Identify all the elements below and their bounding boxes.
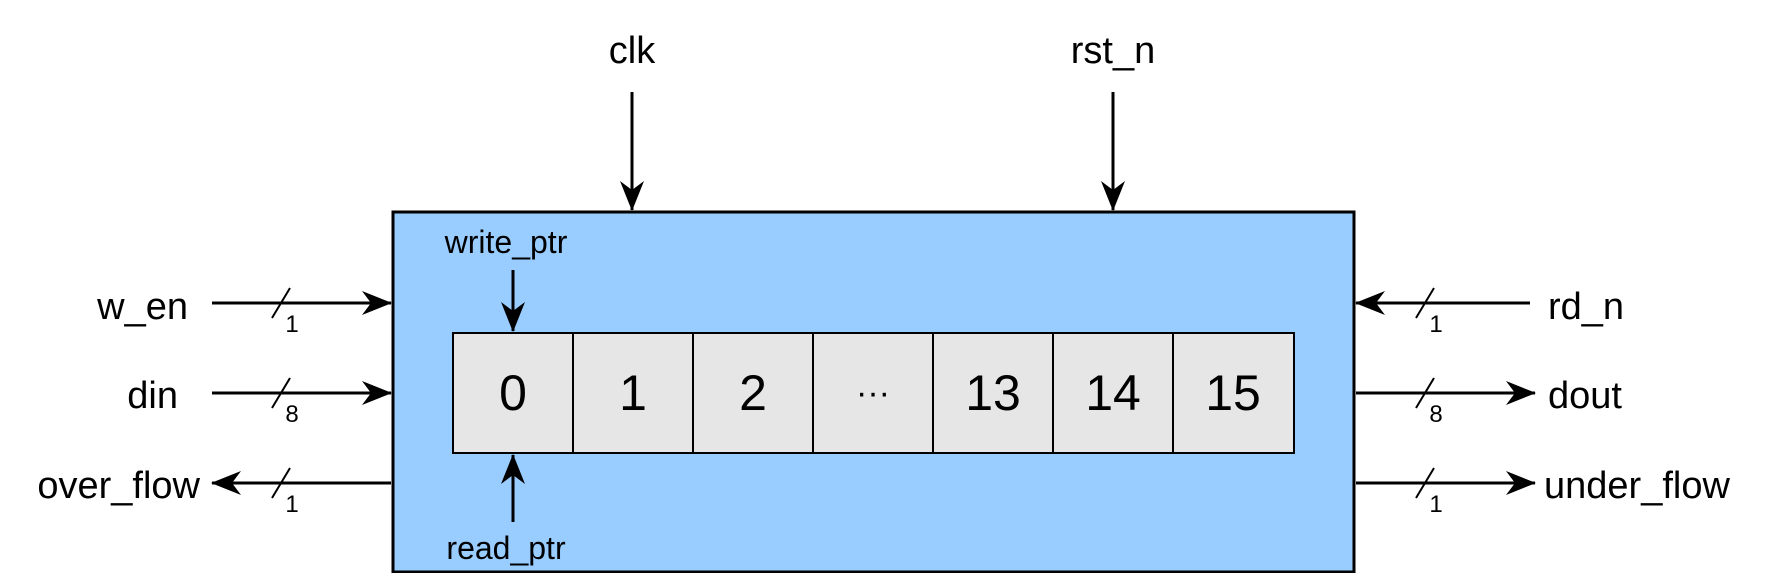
memory-cells: 0 1 2 ··· 13 14 15 (452, 332, 1295, 454)
under-flow-label: under_flow (1544, 465, 1730, 507)
cell-label: 15 (1205, 365, 1261, 421)
over-flow-label: over_flow (37, 465, 200, 507)
din-bus-slash (271, 377, 291, 409)
cell-label-ellipsis: ··· (856, 374, 890, 412)
under-flow-bus-slash (1415, 467, 1435, 499)
cell-label: 13 (965, 365, 1021, 421)
read-ptr-label: read_ptr (446, 530, 566, 566)
rd-n-width: 1 (1429, 311, 1442, 338)
over-flow-bus-slash (271, 467, 291, 499)
din-width: 8 (285, 401, 298, 428)
dout-width: 8 (1429, 401, 1442, 428)
cell-label: 2 (739, 365, 767, 421)
cell-label: 0 (499, 365, 527, 421)
cell-label: 14 (1085, 365, 1141, 421)
din-label: din (127, 375, 178, 417)
rd-n-label: rd_n (1548, 286, 1624, 328)
memory-cell (572, 332, 694, 454)
w-en-label: w_en (96, 286, 188, 328)
dout-bus-slash (1415, 377, 1435, 409)
under-flow-width: 1 (1429, 491, 1442, 518)
w-en-width: 1 (285, 311, 298, 338)
rd-n-bus-slash (1415, 287, 1435, 319)
clk-label: clk (609, 30, 656, 72)
rst-n-label: rst_n (1071, 30, 1155, 72)
write-ptr-label: write_ptr (444, 224, 568, 260)
cell-label: 1 (619, 365, 647, 421)
over-flow-width: 1 (285, 491, 298, 518)
memory-cell (932, 332, 1054, 454)
dout-label: dout (1548, 375, 1622, 417)
memory-cell (1172, 332, 1295, 454)
memory-cell (1052, 332, 1174, 454)
w-en-bus-slash (271, 287, 291, 319)
